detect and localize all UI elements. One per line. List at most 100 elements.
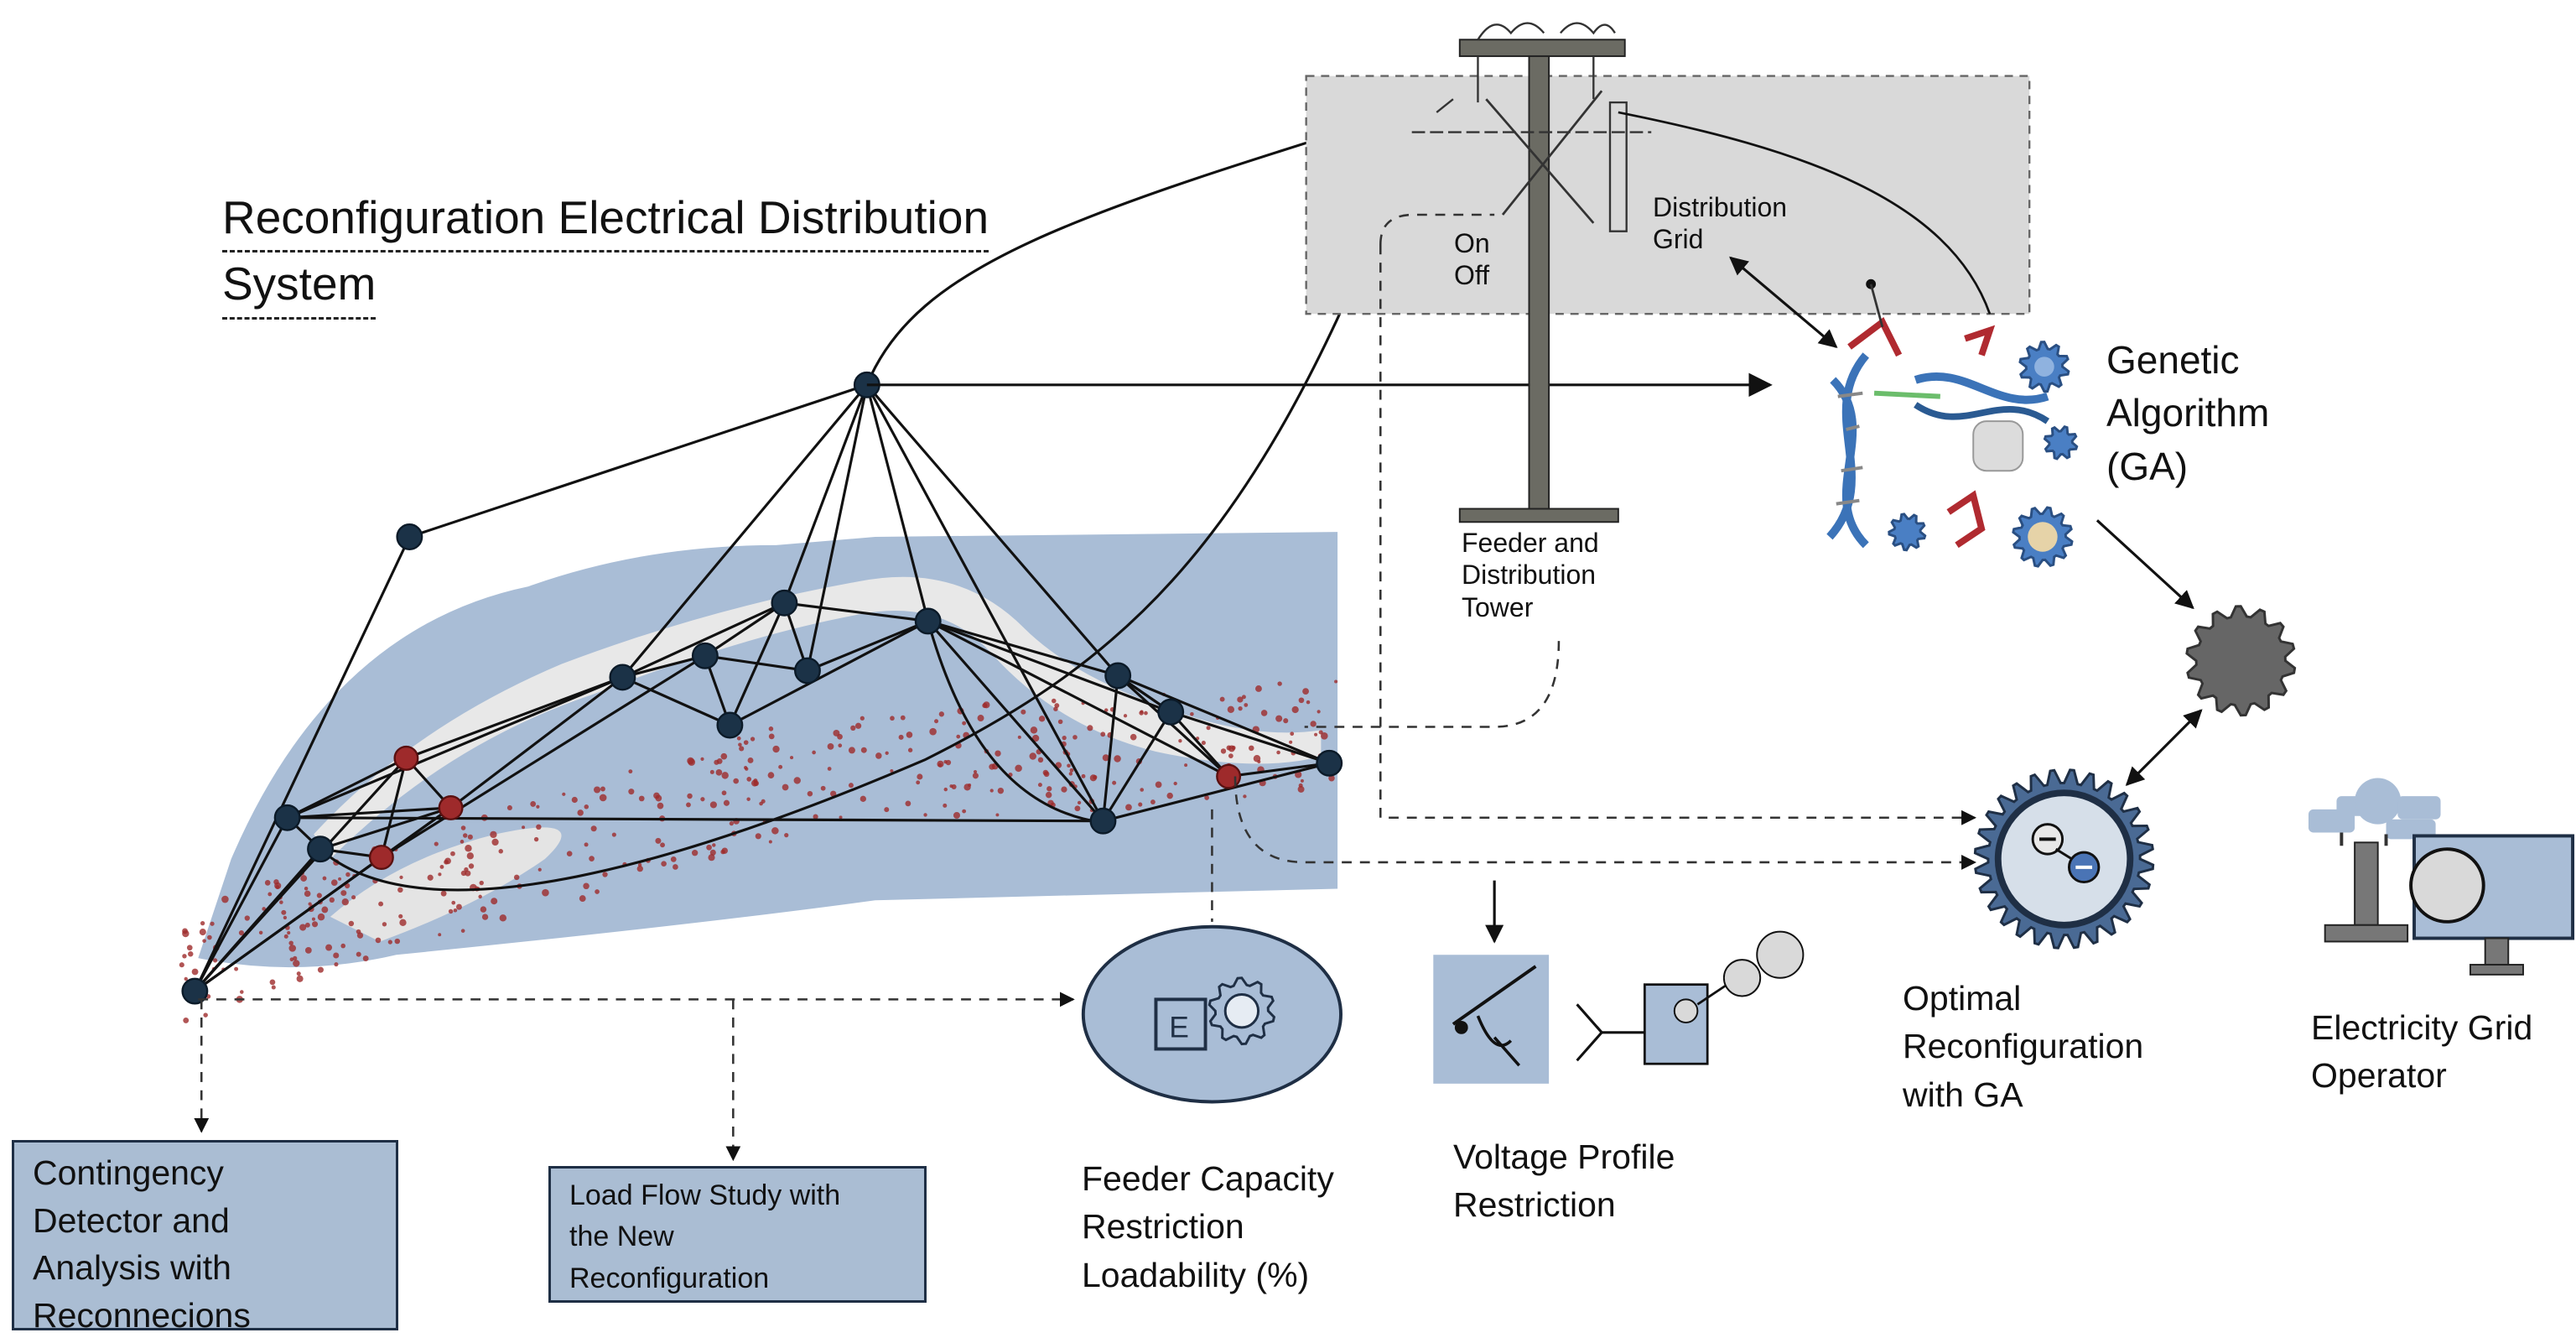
network-nodes <box>181 371 1343 1005</box>
load-point <box>1314 732 1318 737</box>
ga-gear-shape <box>1888 513 1927 552</box>
load-point <box>989 763 995 770</box>
distribution-grid-panel <box>1305 75 2031 315</box>
network-edge <box>381 654 706 859</box>
network-edge <box>704 601 786 658</box>
load-point <box>839 815 843 820</box>
load-point <box>1244 703 1249 707</box>
load-point <box>264 880 271 886</box>
load-point <box>491 898 498 905</box>
load-point <box>782 783 789 791</box>
load-point <box>771 827 779 835</box>
load-point <box>848 783 854 789</box>
load-point <box>1068 772 1073 776</box>
network-edge <box>865 384 930 622</box>
load-point <box>709 801 717 809</box>
load-point <box>479 880 484 886</box>
load-point <box>1238 705 1243 711</box>
load-point <box>768 733 775 740</box>
bus-node <box>771 589 798 617</box>
load-point <box>506 804 512 810</box>
load-point <box>768 840 772 844</box>
load-point <box>579 895 586 902</box>
load-point <box>427 874 434 881</box>
feeder-curves <box>320 102 1423 892</box>
load-point <box>460 840 465 844</box>
load-point <box>854 722 862 729</box>
load-point <box>440 890 447 897</box>
load-point <box>199 929 206 936</box>
load-point <box>923 813 927 817</box>
load-point <box>186 945 193 951</box>
load-point <box>951 783 957 789</box>
load-point <box>1021 709 1026 715</box>
load-point <box>1276 750 1280 755</box>
load-point <box>1114 755 1121 763</box>
load-point <box>202 939 206 943</box>
network-edge <box>194 757 408 992</box>
load-point <box>399 919 407 926</box>
load-point <box>1067 763 1071 768</box>
load-point <box>491 838 499 846</box>
voltage-profile-label: Voltage Profile Restriction <box>1453 1133 1675 1230</box>
load-point <box>746 797 750 801</box>
load-point <box>460 870 467 877</box>
network-edge <box>405 675 623 760</box>
load-point <box>498 849 504 854</box>
ga-label-line: (GA) <box>2106 444 2189 488</box>
load-point <box>917 773 923 780</box>
contingency-label-line: Analysis with <box>33 1248 231 1288</box>
load-point <box>356 929 361 934</box>
load-point <box>240 990 244 994</box>
load-point <box>538 867 542 872</box>
optimal-label-line: with GA <box>1903 1075 2023 1114</box>
load-point <box>712 843 716 847</box>
feeder-gear-hub <box>1223 993 1260 1029</box>
load-point <box>706 844 712 851</box>
load-point <box>1043 771 1050 778</box>
load-point <box>708 854 715 861</box>
load-point <box>1298 697 1305 704</box>
load-point <box>736 736 741 741</box>
load-point <box>234 966 239 971</box>
load-point <box>1074 805 1081 812</box>
load-point <box>1173 781 1177 786</box>
network-edge <box>621 383 869 679</box>
load-point <box>875 752 882 759</box>
load-point <box>885 751 889 755</box>
load-point <box>584 804 589 809</box>
load-point <box>1317 710 1321 714</box>
distribution-tower-icon <box>1411 22 1992 523</box>
load-point <box>274 882 282 889</box>
load-point <box>860 716 865 721</box>
grid-operator-icon <box>2308 778 2575 976</box>
load-point <box>905 800 911 807</box>
load-point <box>583 882 589 890</box>
load-point <box>283 934 288 939</box>
load-point <box>1289 740 1293 744</box>
load-point <box>296 971 301 976</box>
load-point <box>691 850 699 856</box>
load-point <box>746 777 752 782</box>
load-point <box>995 750 1001 757</box>
load-point <box>1255 685 1262 692</box>
ga-gear-icons <box>1888 341 2079 568</box>
load-point <box>1275 715 1283 722</box>
load-point <box>304 947 312 954</box>
voltage-profile-icons <box>1433 880 1805 1084</box>
load-point <box>812 750 816 755</box>
load-point <box>281 909 287 915</box>
network-edge <box>807 619 929 672</box>
ga-label-line: Genetic <box>2106 338 2240 382</box>
load-point <box>1139 711 1144 716</box>
grid-ga-arrow <box>1729 256 1838 348</box>
load-point <box>348 920 355 927</box>
load-point <box>584 842 589 847</box>
load-point <box>890 768 894 773</box>
optimal-label-line: Reconfiguration <box>1903 1027 2144 1066</box>
load-point <box>340 943 346 949</box>
load-point <box>1102 754 1109 762</box>
load-point <box>329 897 335 903</box>
load-point <box>827 767 832 771</box>
load-point <box>638 795 645 802</box>
